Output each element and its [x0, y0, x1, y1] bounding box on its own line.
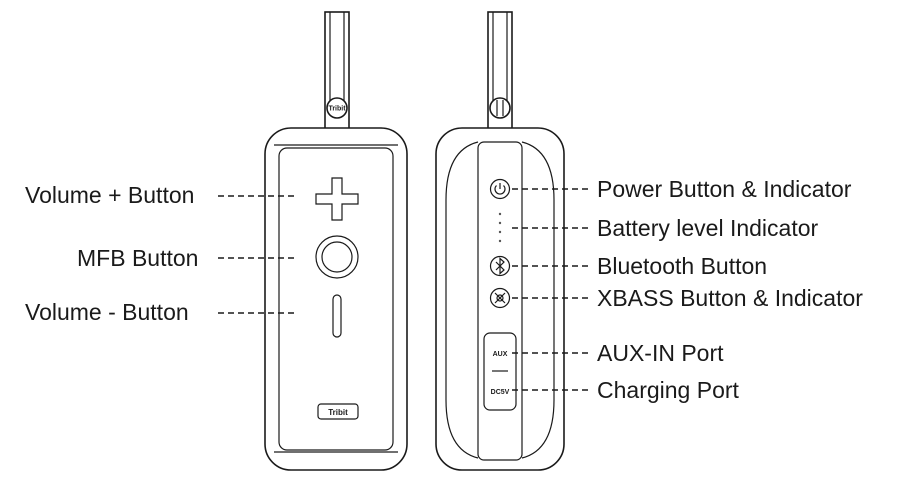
aux-port-marking: AUX — [493, 351, 508, 358]
charging-label: Charging Port — [597, 377, 740, 403]
side-body — [435, 127, 565, 471]
volume-minus-label: Volume - Button — [25, 299, 189, 325]
xbass-button[interactable] — [489, 287, 511, 309]
mfb-button[interactable] — [315, 235, 359, 279]
xbass-label: XBASS Button & Indicator — [597, 285, 863, 311]
side-strap — [487, 11, 513, 141]
dc-port-marking: DC5V — [491, 389, 510, 396]
side-view-speaker: AUX DC5V — [435, 11, 565, 471]
volume-plus-label: Volume + Button — [25, 182, 194, 208]
aux-label: AUX-IN Port — [597, 340, 724, 366]
bluetooth-label: Bluetooth Button — [597, 253, 767, 279]
power-icon — [494, 185, 506, 195]
power-label: Power Button & Indicator — [597, 176, 852, 202]
tribit-logo: Tribit — [317, 403, 359, 420]
xbass-icon — [494, 292, 506, 304]
bluetooth-icon — [495, 257, 505, 275]
battery-level-indicator — [498, 212, 502, 243]
mfb-label: MFB Button — [77, 245, 198, 271]
port-cover[interactable]: AUX DC5V — [483, 332, 517, 411]
front-view-speaker: Tribit Tribit — [264, 11, 408, 471]
front-strap: Tribit — [324, 11, 350, 131]
volume-minus-button[interactable] — [332, 294, 342, 338]
front-body — [264, 127, 408, 471]
power-button[interactable] — [489, 178, 511, 200]
volume-plus-button[interactable] — [315, 177, 359, 221]
bluetooth-button[interactable] — [489, 255, 511, 277]
logo-text: Tribit — [328, 408, 348, 417]
strap-logo-text: Tribit — [328, 106, 346, 113]
battery-label: Battery level Indicator — [597, 215, 819, 241]
